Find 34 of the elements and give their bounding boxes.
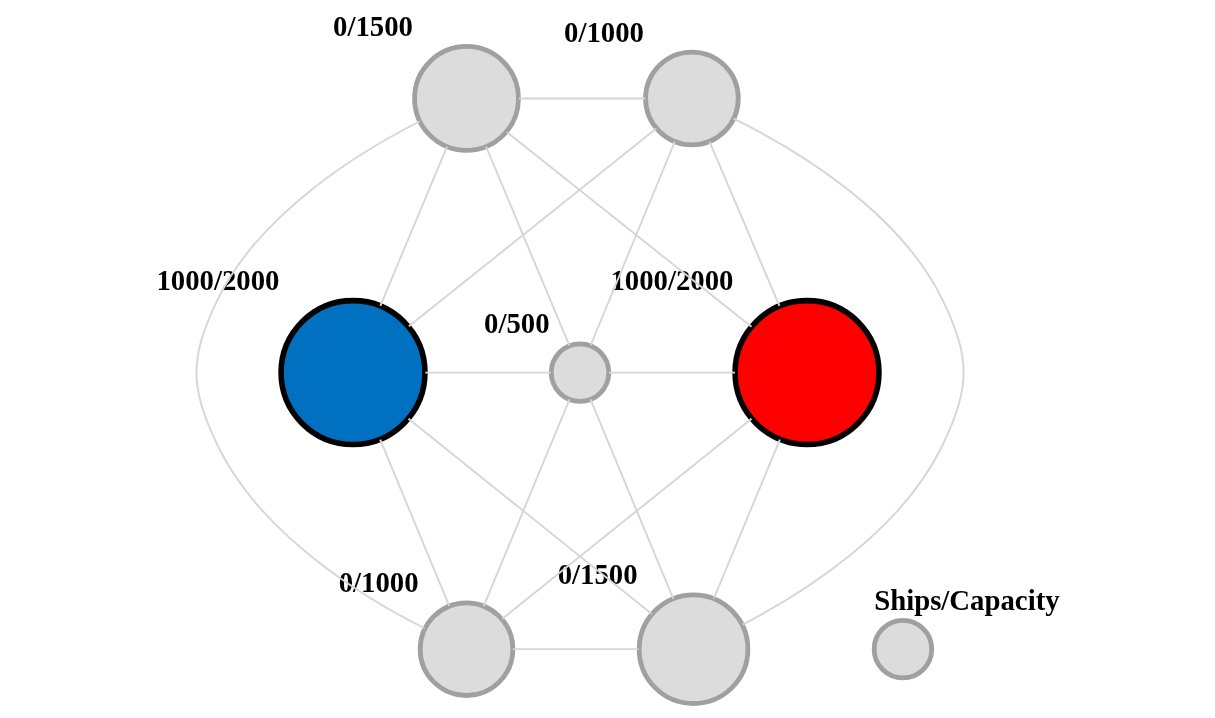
connector [505,131,752,328]
node-label: Ships/Capacity [873,583,1060,616]
connector [195,120,425,630]
node-circle [277,297,428,448]
connector [511,648,639,651]
node-circle [636,592,750,706]
connector [378,438,450,607]
connector [407,417,652,615]
node-circle [731,297,882,448]
node-label: 1000/2000 [155,264,279,297]
node-label: 0/1500 [332,9,413,42]
node-label: 0/1000 [338,566,419,599]
connector [712,438,781,600]
node-circle [548,341,611,404]
node-label: 1000/2000 [609,264,733,297]
connector [378,145,448,307]
node-label: 0/500 [483,307,550,340]
connector [607,371,736,374]
connector [407,127,657,328]
node-circle [642,49,741,148]
connector [589,398,674,600]
connector [484,145,570,347]
connector [482,398,570,607]
connector [732,117,965,626]
node-label: 0/1000 [563,15,644,48]
node-label: 0/1500 [557,558,638,591]
node-circle [417,600,515,698]
connector [708,140,780,307]
connector [517,97,646,100]
connector [423,371,552,374]
connector [589,140,676,347]
connector [500,417,752,620]
node-circle [871,617,934,681]
node-circle [411,44,521,153]
